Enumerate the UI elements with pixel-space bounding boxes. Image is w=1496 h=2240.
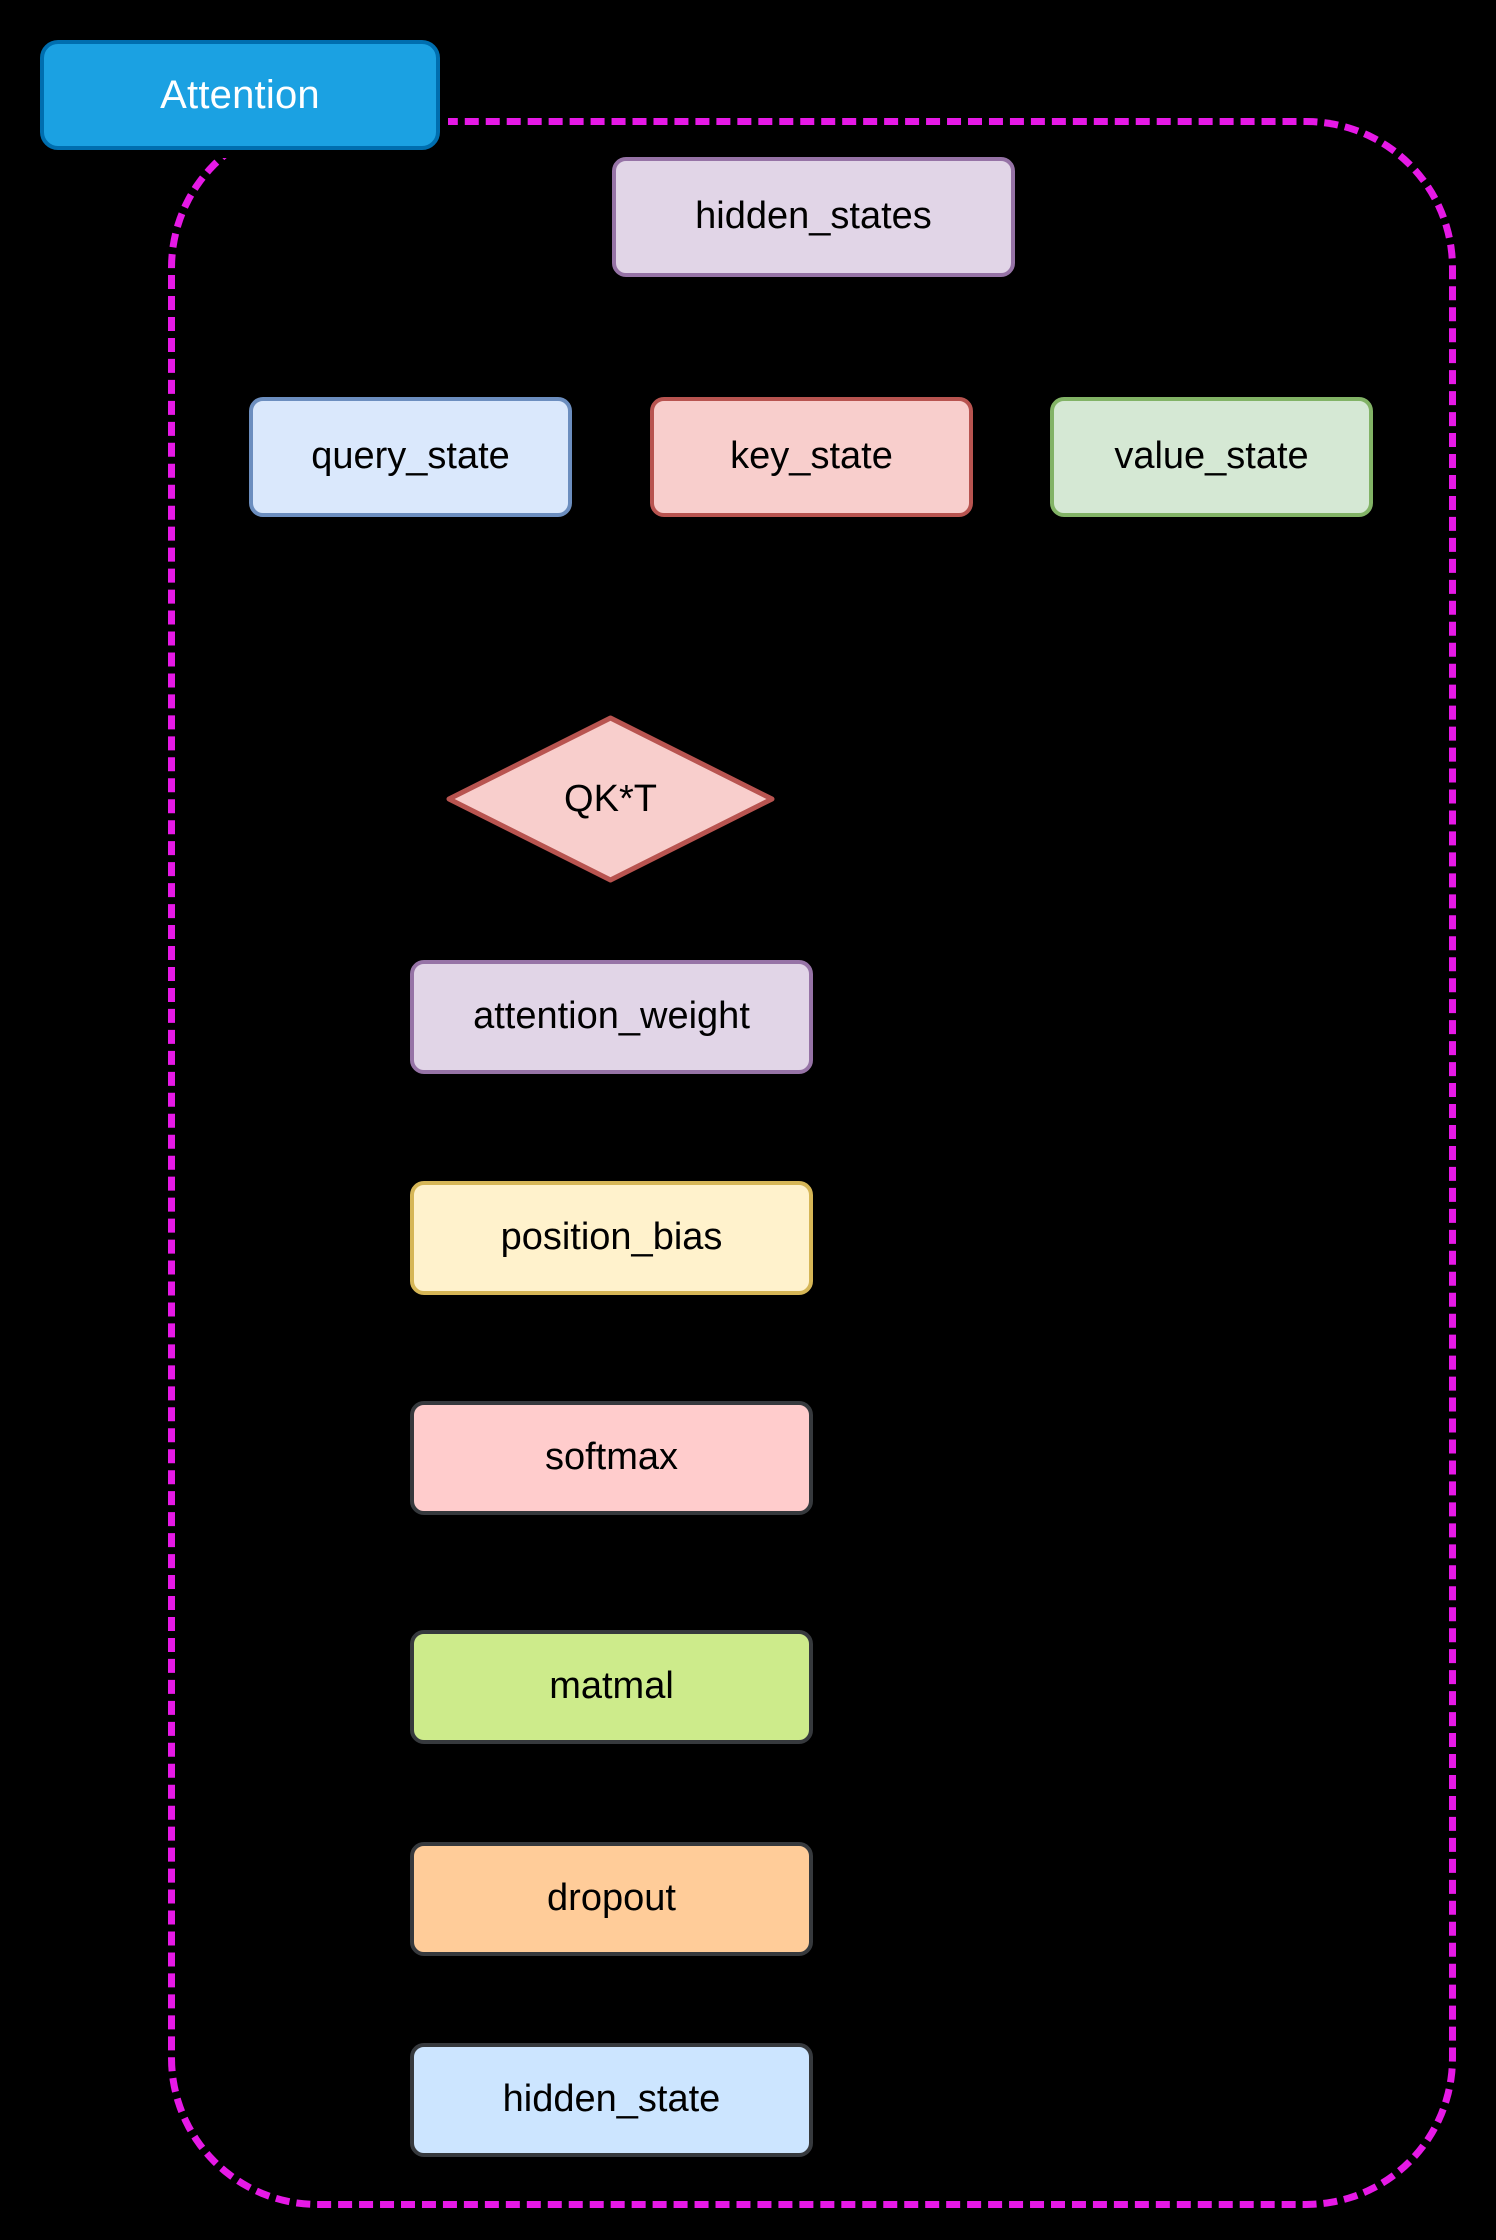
node-dropout-label: dropout — [547, 1877, 676, 1920]
node-matmal[interactable]: matmal — [410, 1630, 813, 1744]
node-hidden-states[interactable]: hidden_states — [612, 157, 1015, 277]
node-dropout[interactable]: dropout — [410, 1842, 813, 1956]
diamond-shape-icon — [446, 715, 775, 883]
node-query-state[interactable]: query_state — [249, 397, 572, 517]
node-value-state-label: value_state — [1114, 435, 1309, 478]
node-key-state-label: key_state — [730, 435, 893, 478]
node-hidden-states-label: hidden_states — [695, 195, 932, 238]
node-hidden-state-label: hidden_state — [502, 2078, 721, 2121]
node-qkt[interactable]: QK*T — [446, 715, 775, 883]
attention-group-boundary — [168, 118, 1456, 2208]
node-value-state[interactable]: value_state — [1050, 397, 1373, 517]
node-softmax-label: softmax — [544, 1436, 679, 1479]
node-position-bias-label: position_bias — [500, 1216, 723, 1259]
node-attention-weight[interactable]: attention_weight — [410, 960, 813, 1074]
node-attention-weight-label: attention_weight — [473, 995, 750, 1038]
group-title-badge[interactable]: Attention — [40, 40, 440, 150]
node-query-state-label: query_state — [311, 435, 510, 478]
node-key-state[interactable]: key_state — [650, 397, 973, 517]
node-matmal-label: matmal — [549, 1665, 674, 1708]
node-position-bias[interactable]: position_bias — [410, 1181, 813, 1295]
group-title-label: Attention — [160, 72, 320, 117]
node-hidden-state[interactable]: hidden_state — [410, 2043, 813, 2157]
node-softmax[interactable]: softmax — [410, 1401, 813, 1515]
